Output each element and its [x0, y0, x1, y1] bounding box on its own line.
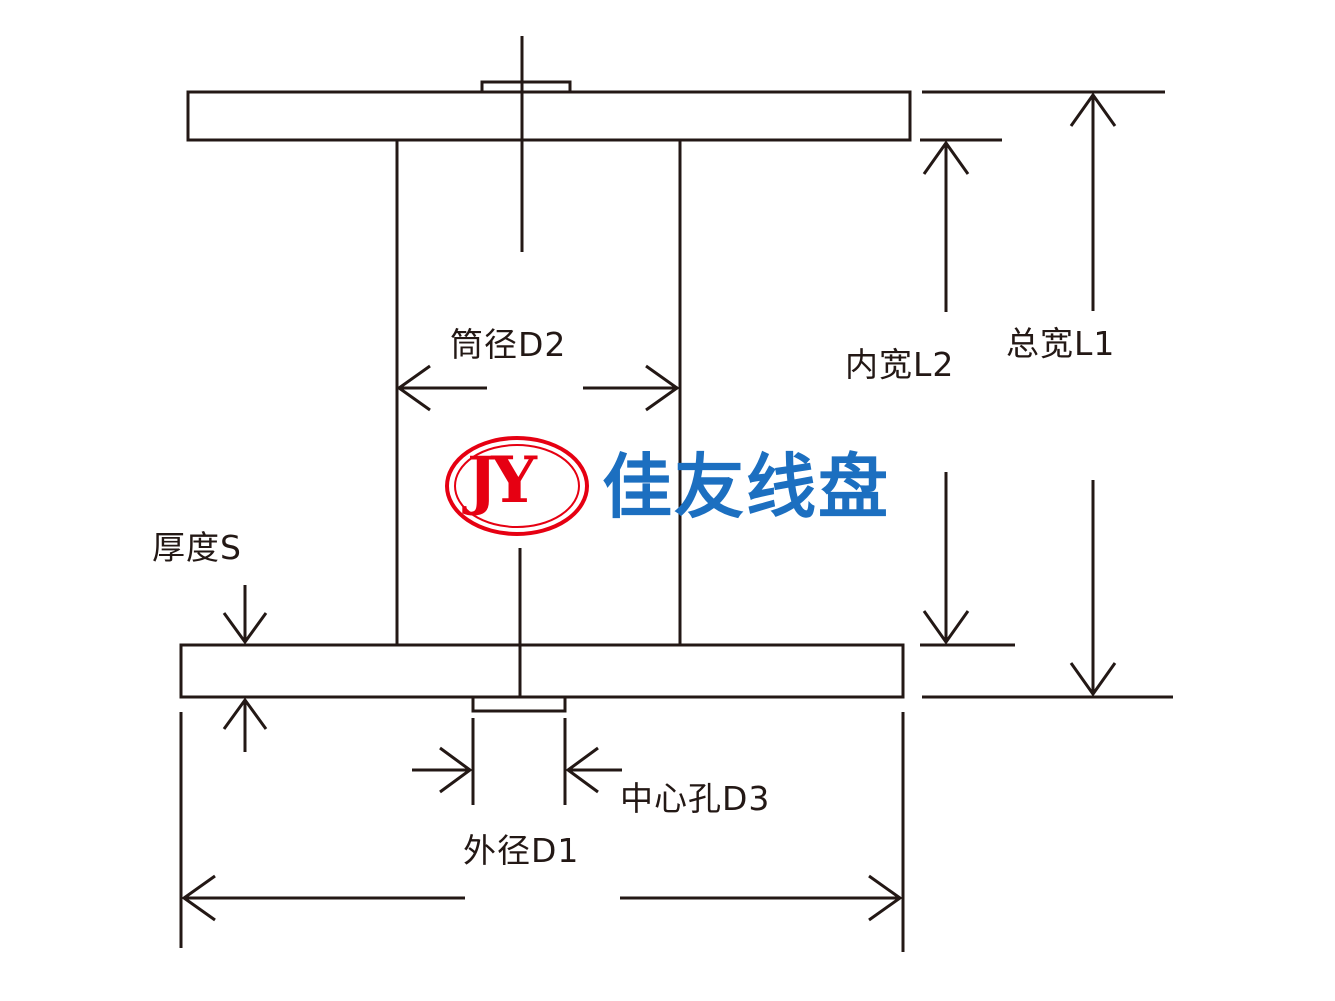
center-hole-label: 中心孔D3 [620, 779, 771, 818]
total-width-dimension [922, 90, 1173, 699]
thickness-label: 厚度S [152, 528, 242, 567]
top-hub [480, 80, 572, 92]
company-name: 佳友线盘 [602, 446, 890, 528]
tube-diameter-label: 筒径D2 [450, 325, 567, 364]
inner-width-dimension [920, 138, 1015, 647]
logo-monogram: JY [467, 443, 537, 518]
inner-width-label: 内宽L2 [845, 345, 955, 384]
bottom-hub [471, 697, 567, 713]
total-width-label: 总宽L1 [1006, 324, 1116, 363]
outer-diameter-dimension [179, 712, 905, 952]
outer-diameter-label: 外径D1 [463, 831, 580, 870]
center-hole-dimension [412, 718, 622, 805]
bottom-flange [179, 643, 905, 699]
jy-logo [445, 436, 589, 536]
thickness-dimension [222, 585, 268, 752]
top-flange [186, 90, 912, 142]
tube-diameter-dimension [396, 364, 680, 412]
